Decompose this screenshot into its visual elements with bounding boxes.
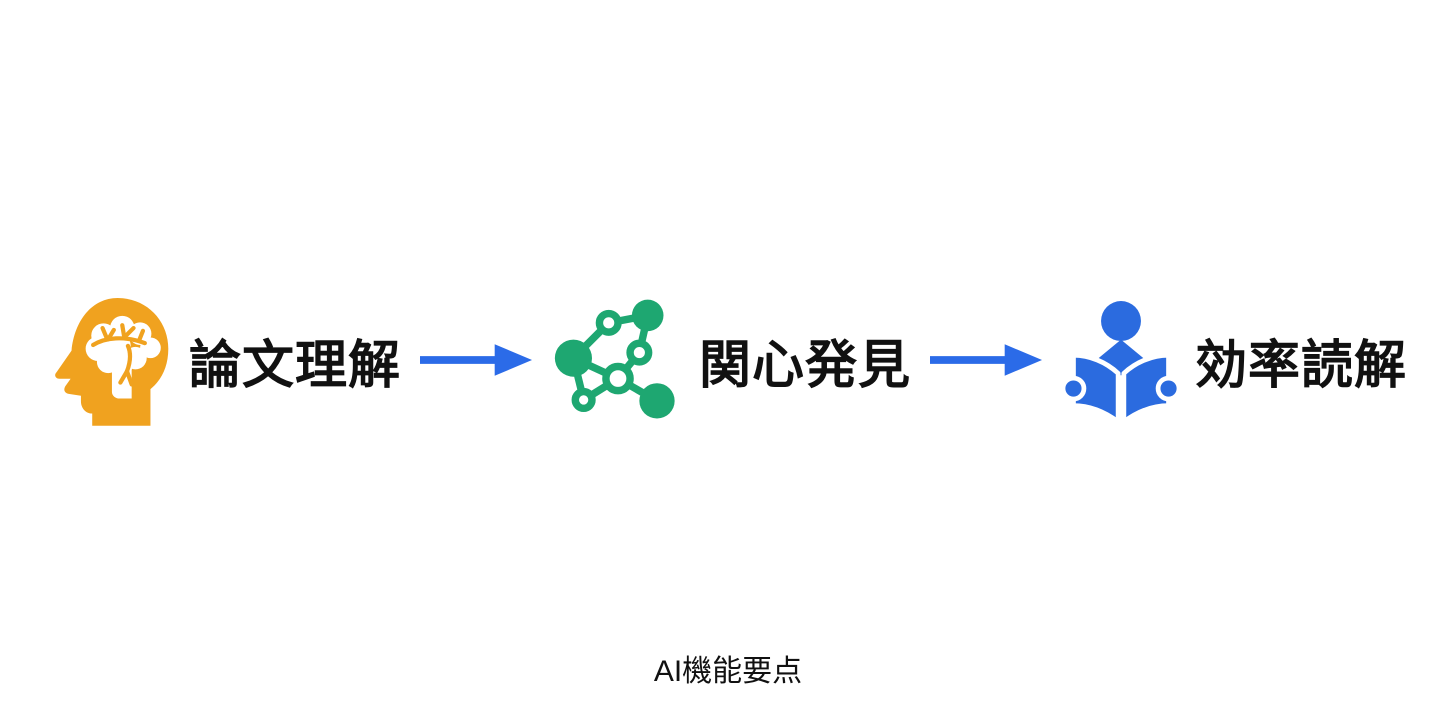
- brain-head-icon: [49, 293, 173, 427]
- step-paper-understanding: 論文理解: [49, 293, 401, 427]
- step-interest-discovery: 関心発見: [553, 295, 911, 425]
- diagram-caption: AI機能要点: [653, 655, 803, 688]
- arrow-right-icon: [930, 340, 1044, 380]
- step-label-paper-understanding: 論文理解: [188, 336, 401, 395]
- person-reading-book-icon: [1063, 297, 1179, 423]
- network-nodes-icon: [553, 295, 683, 425]
- step-efficient-reading: 効率読解: [1063, 297, 1407, 423]
- diagram-flow: 論文理解: [0, 290, 1456, 430]
- step-label-interest-discovery: 関心発見: [698, 336, 911, 395]
- arrow-right-icon: [419, 340, 534, 380]
- step-label-efficient-reading: 効率読解: [1195, 336, 1408, 395]
